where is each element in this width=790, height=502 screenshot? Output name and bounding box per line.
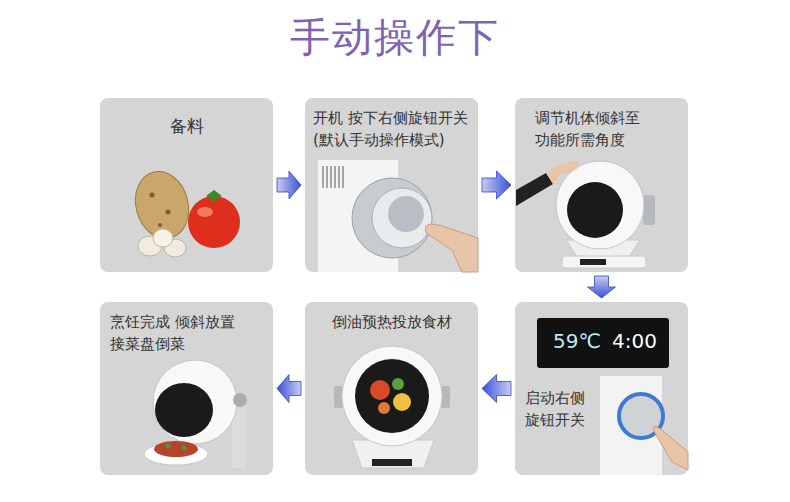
step-panel: 烹饪完成 倾斜放置 接菜盘倒菜 (100, 302, 273, 475)
cooking-machine (334, 346, 450, 468)
step-panel: 备料 (100, 98, 273, 272)
flow-arrow (588, 276, 616, 298)
food (392, 378, 404, 390)
base-display (372, 459, 412, 466)
tilt-machine (516, 161, 655, 268)
title: 手动操作下 (0, 10, 790, 65)
garnish (182, 446, 187, 451)
finger (654, 426, 688, 470)
knob-face (372, 188, 432, 248)
finger (425, 224, 478, 272)
knob-press (318, 160, 478, 272)
garnish (166, 444, 171, 449)
step-panel: 调节机体倾斜至 功能所需角度 (515, 98, 688, 272)
step-panel: 开机 按下右侧旋钮开关 (默认手动操作模式) (305, 98, 478, 272)
hand (546, 161, 579, 184)
potato-spot (166, 210, 171, 215)
machine-window (567, 182, 623, 238)
display-reading: 59℃ (553, 329, 601, 353)
flow-arrow (277, 171, 301, 199)
step-panel: 倒油预热投放食材 (305, 302, 478, 475)
serving (144, 360, 247, 468)
machine-side (600, 376, 662, 475)
potato-spot (150, 193, 155, 198)
food (370, 380, 390, 400)
step-text: 启动右侧 旋钮开关 (525, 388, 591, 432)
food (393, 393, 411, 411)
display-reading: 4:00 (612, 329, 657, 353)
flow-arrow (482, 171, 511, 199)
flow-arrow (277, 375, 301, 403)
sleeve (516, 173, 553, 206)
base (562, 256, 646, 268)
tomato-leaf (206, 190, 222, 204)
step-text: 备料 (100, 114, 273, 139)
side-arm (643, 195, 655, 225)
panel (100, 98, 273, 272)
vent-line (338, 166, 340, 188)
vent-line (326, 166, 328, 188)
vent-line (322, 166, 324, 188)
panel (515, 98, 688, 272)
step-panel: 启动右侧 旋钮开关 (515, 302, 688, 475)
vent-line (342, 166, 344, 188)
machine-body (153, 360, 237, 444)
machine-window (355, 359, 429, 433)
garlic (153, 229, 173, 247)
flow-arrow (482, 375, 511, 403)
vent (323, 166, 343, 188)
panel (100, 302, 273, 475)
machine-window (155, 383, 213, 437)
panel (515, 302, 688, 475)
dish (154, 441, 198, 457)
panels (100, 98, 688, 475)
panel (305, 98, 478, 272)
machine-body (556, 161, 644, 249)
step-text: 调节机体倾斜至 功能所需角度 (535, 108, 647, 152)
machine-body (342, 346, 442, 446)
panel (305, 302, 478, 475)
food (378, 402, 390, 414)
step-text: 烹饪完成 倾斜放置 接菜盘倒菜 (110, 312, 242, 356)
knob-center (388, 196, 424, 232)
potato-spot (158, 223, 162, 227)
vent-line (334, 166, 336, 188)
base-display (580, 259, 606, 265)
step-text: 开机 按下右侧旋钮开关 (默认手动操作模式) (313, 108, 473, 152)
side-knob (233, 393, 247, 407)
knob-outer (352, 178, 432, 258)
step-text: 倒油预热投放食材 (305, 312, 478, 334)
ingredients (128, 165, 240, 257)
display (537, 318, 669, 368)
vent-line (330, 166, 332, 188)
tomato-shine (197, 207, 213, 217)
